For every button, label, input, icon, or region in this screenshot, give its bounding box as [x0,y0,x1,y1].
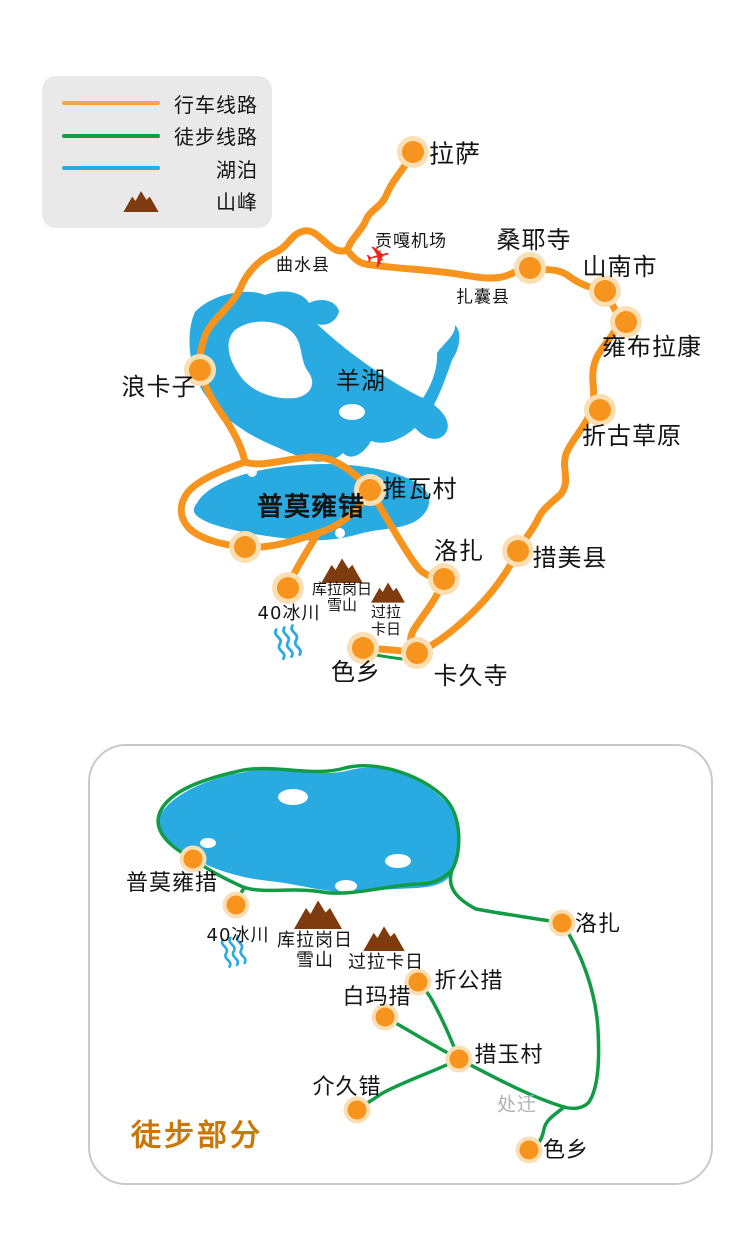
label-yongbulakang: 雍布拉康 [602,332,702,361]
pumoyongcuo-lake-bottom [159,767,460,893]
legend-label-peak: 山峰 [216,190,258,215]
legend-item-peak: 山峰 [62,186,258,216]
legend-item-hike: 徒步线路 [62,121,258,151]
label-pumo-bottom: 普莫雍措 [125,870,219,896]
label-zhegu: 折古草原 [582,421,682,450]
label-kulagangri-top-line1: 库拉岗日 [311,579,373,598]
legend-label-drive: 行车线路 [174,92,258,117]
label-cuomei: 措美县 [532,543,608,572]
lake-line-swatch [62,166,160,171]
legend-label-lake: 湖泊 [216,157,258,182]
dot-lasa [402,141,424,163]
legend-box: 行车线路 徒步线路 湖泊 山峰 [42,76,272,228]
mountain-icon-guolakari-bottom [363,926,405,951]
label-airport: 贡嘎机场 [375,231,447,252]
dot-sexiang-bottom [519,1140,539,1160]
label-guolakari-top-line1: 过拉 [370,602,402,621]
label-pumo-top: 普莫雍错 [256,492,366,523]
label-luozha-top: 洛扎 [434,536,484,565]
legend-label-hike: 徒步线路 [174,125,258,150]
dot-cuomei [507,540,529,562]
hike-section-title: 徒步部分 [131,1118,263,1154]
label-chuqian: 处迁 [496,1093,538,1116]
dot-pumo-bottom [183,849,203,869]
mountain-icon-legend [62,190,160,212]
label-jiejiu: 介久错 [312,1074,382,1100]
drive-line-swatch [62,101,160,105]
label-sexiang-top: 色乡 [331,657,381,686]
label-sangyesi: 桑耶寺 [496,225,572,254]
label-lasa: 拉萨 [428,139,482,169]
dot-luozha-top [433,568,455,590]
dot-bingchuan-bottom [226,895,246,915]
dot-sexiang-top [352,637,374,659]
label-zhegong: 折公措 [434,968,504,994]
dot-pumo-south-shore [234,536,256,558]
label-luozha-bottom: 洛扎 [574,911,622,937]
label-baima: 白玛措 [342,984,412,1010]
dot-luozha-bottom [552,913,572,933]
label-cuoyu: 措玉村 [474,1042,544,1068]
label-kulagangri-bottom-line2: 雪山 [296,950,334,972]
dot-jiejiu [347,1100,367,1120]
label-sexiang-bottom: 色乡 [542,1137,590,1163]
label-bingchuan-top: 40冰川 [257,603,321,625]
dot-shannan [594,280,616,302]
dot-yongbulakang [615,311,637,333]
dot-langkazi [189,359,211,381]
label-bingchuan-bottom: 40冰川 [206,925,270,947]
label-yanghu: 羊湖 [336,366,386,395]
yamdrok-lake [189,291,460,462]
drive-route [177,148,622,657]
dot-tuiwa [359,479,381,501]
label-qushui: 曲水县 [276,255,330,276]
label-guolakari-top-line2: 卡日 [370,619,402,638]
label-kajiu: 卡久寺 [433,661,509,690]
dot-cuoyu [449,1049,469,1069]
legend-item-drive: 行车线路 [62,88,258,118]
label-langkazi: 浪卡子 [121,372,197,401]
label-zhanang: 扎囊县 [456,287,510,308]
mountain-icon-kulagangri-bottom [294,900,342,929]
label-guolakari-bottom: 过拉卡日 [348,952,424,974]
label-shannan: 山南市 [582,252,658,281]
waves-icon-top [273,623,303,661]
dot-zhegu [589,399,611,421]
dot-zhegong [408,972,428,992]
hike-line-swatch [62,133,160,138]
dot-kajiu [406,642,428,664]
legend-item-lake: 湖泊 [62,153,258,183]
label-kulagangri-bottom-line1: 库拉岗日 [277,930,353,952]
hike-panel [88,744,713,1185]
mountain-icon-guolakari-top [371,582,405,603]
label-kulagangri-top-line2: 雪山 [326,595,358,614]
label-tuiwa: 推瓦村 [382,474,458,503]
dot-sangyesi [519,257,541,279]
dot-bingchuan-top [277,577,299,599]
dot-baima [375,1007,395,1027]
